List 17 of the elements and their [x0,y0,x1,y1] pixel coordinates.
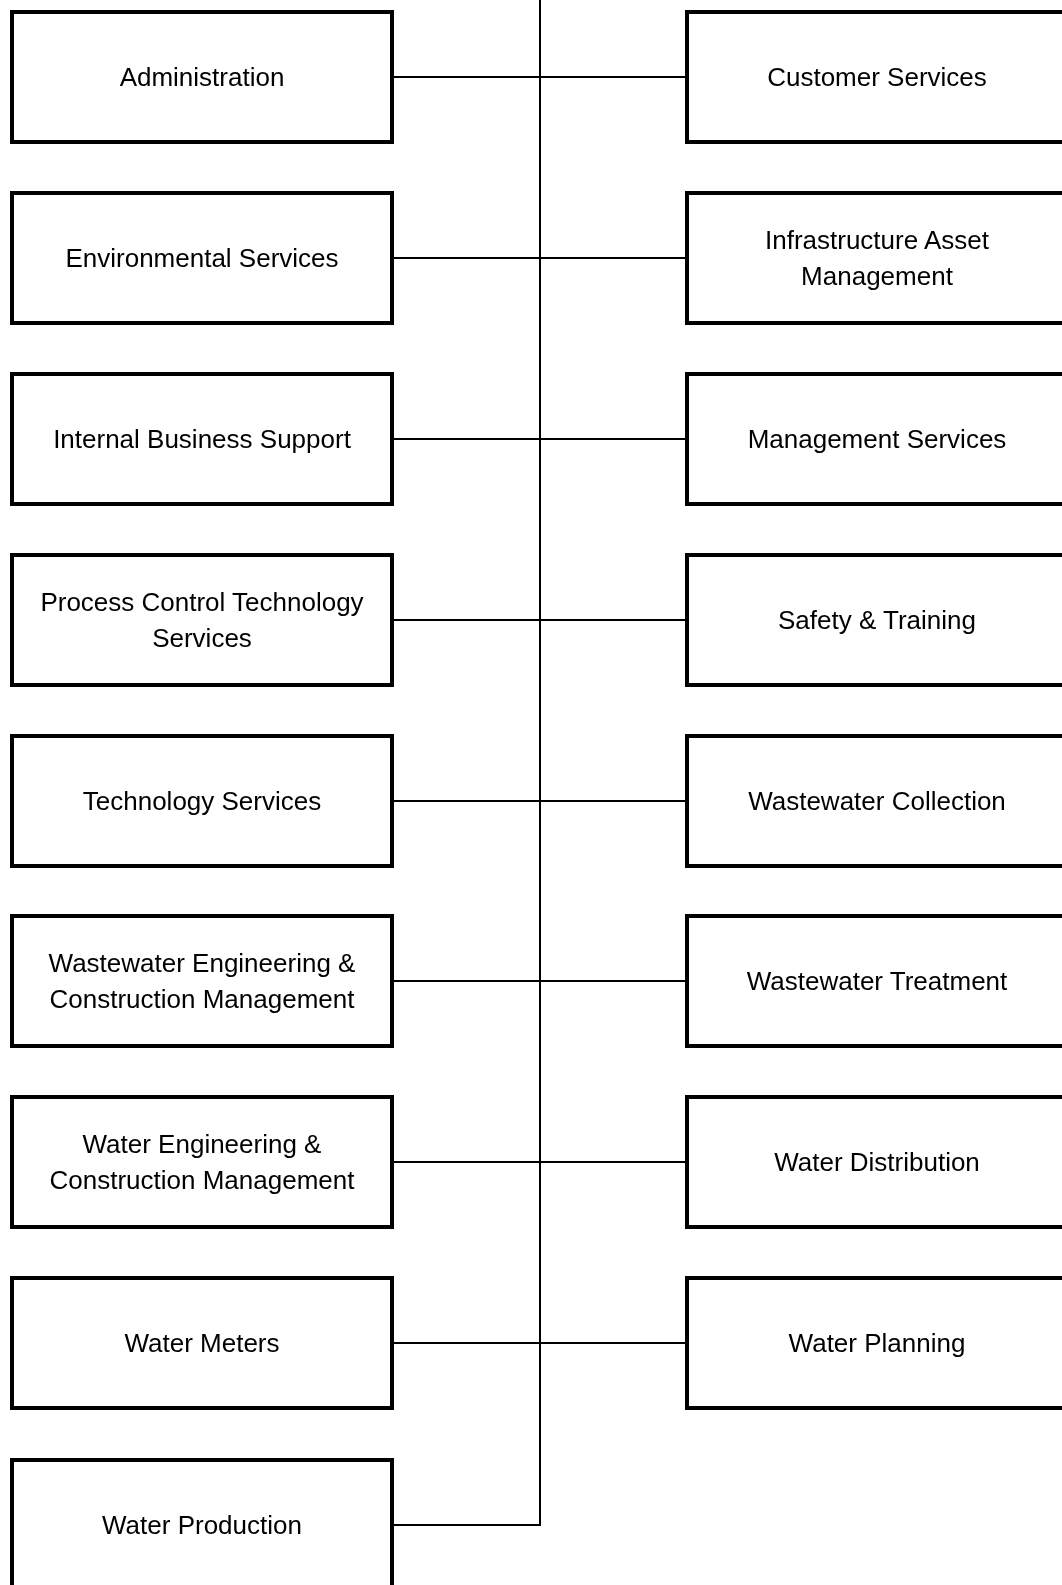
department-box: Wastewater Treatment [685,914,1062,1048]
department-box: Wastewater Collection [685,734,1062,868]
department-box: Infrastructure Asset Management [685,191,1062,325]
department-box: Process Control Technology Services [10,553,394,687]
department-box: Water Planning [685,1276,1062,1410]
department-box: Customer Services [685,10,1062,144]
department-box: Water Engineering & Construction Management [10,1095,394,1229]
department-box: Water Production [10,1458,394,1585]
department-box: Management Services [685,372,1062,506]
department-box: Water Distribution [685,1095,1062,1229]
department-box: Wastewater Engineering & Construction Management [10,914,394,1048]
department-box: Internal Business Support [10,372,394,506]
department-box: Environmental Services [10,191,394,325]
department-box: Safety & Training [685,553,1062,687]
department-box: Administration [10,10,394,144]
department-box: Water Meters [10,1276,394,1410]
department-box: Technology Services [10,734,394,868]
